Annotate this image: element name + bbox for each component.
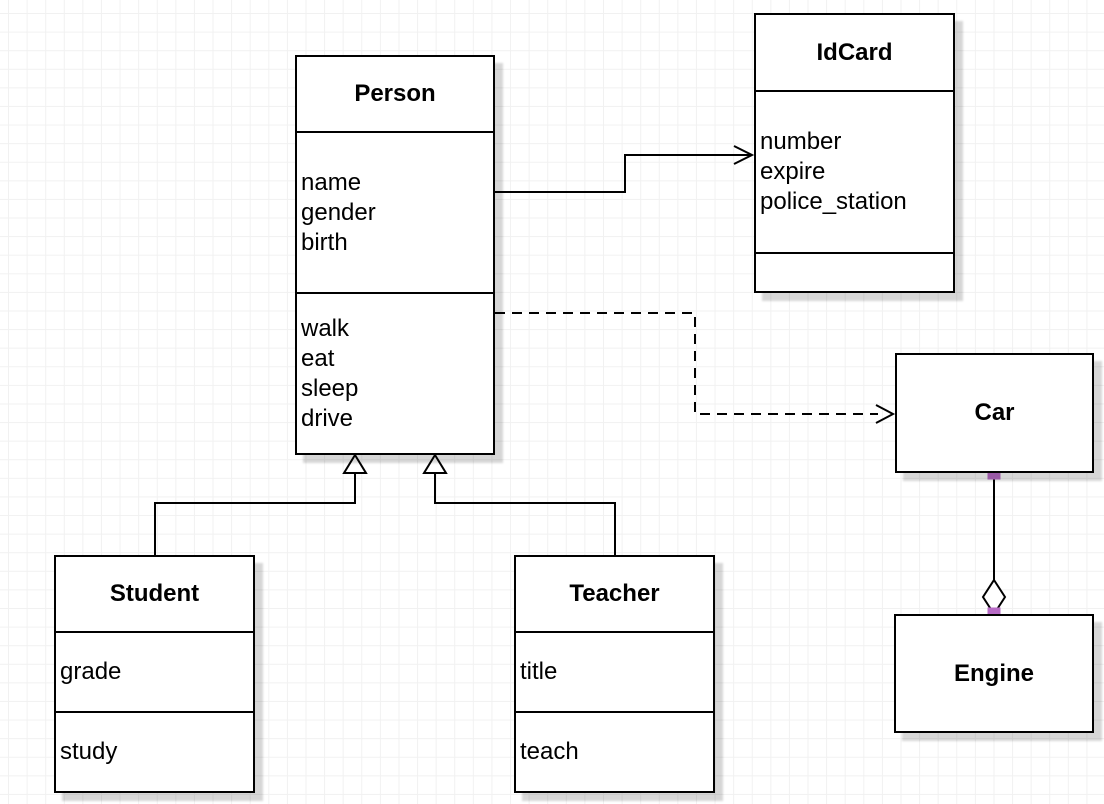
dependency-person-car[interactable]: [495, 312, 896, 424]
class-idcard-title: IdCard: [756, 15, 953, 92]
class-student-methods: study: [56, 713, 253, 791]
class-engine[interactable]: Engine: [894, 614, 1094, 733]
attribute: police_station: [760, 188, 907, 215]
open-arrowhead-icon: [875, 404, 896, 424]
dependency-dashed-line: [495, 312, 878, 415]
class-idcard-attributes: number expire police_station: [756, 92, 953, 254]
aggregation-car-engine[interactable]: [981, 466, 1007, 621]
method: sleep: [301, 374, 359, 402]
open-arrowhead-icon: [733, 145, 755, 165]
class-student[interactable]: Student grade study: [54, 555, 255, 793]
hollow-triangle-icon: [342, 453, 368, 474]
method: walk: [301, 314, 350, 342]
attribute: name: [301, 168, 362, 196]
class-idcard[interactable]: IdCard number expire police_station: [754, 13, 955, 293]
hollow-triangle-icon: [422, 453, 448, 474]
class-person-title: Person: [297, 57, 493, 133]
class-person-methods: walk eat sleep drive: [297, 294, 493, 453]
class-car[interactable]: Car: [895, 353, 1094, 473]
class-teacher-attributes: title: [516, 633, 713, 713]
class-idcard-methods: [756, 254, 953, 291]
association-person-idcard[interactable]: [495, 145, 755, 193]
class-engine-title: Engine: [953, 659, 1034, 687]
method: drive: [301, 404, 354, 432]
method: teach: [520, 738, 579, 765]
attribute: number: [760, 128, 842, 155]
generalization-line: [434, 473, 616, 555]
attribute: expire: [760, 158, 826, 185]
generalization-student-person[interactable]: [154, 453, 368, 555]
generalization-teacher-person[interactable]: [422, 453, 616, 555]
class-person-attributes: name gender birth: [297, 133, 493, 294]
attribute: title: [520, 658, 558, 685]
attribute: grade: [60, 658, 122, 685]
class-student-title: Student: [56, 557, 253, 633]
attribute: birth: [301, 228, 348, 256]
class-teacher[interactable]: Teacher title teach: [514, 555, 715, 793]
attribute: gender: [301, 198, 376, 226]
association-line: [495, 154, 751, 193]
method: study: [60, 738, 118, 765]
class-car-title: Car: [974, 399, 1015, 426]
class-person[interactable]: Person name gender birth walk eat sleep …: [295, 55, 495, 455]
class-teacher-title: Teacher: [516, 557, 713, 633]
class-teacher-methods: teach: [516, 713, 713, 791]
method: eat: [301, 344, 335, 372]
generalization-line: [154, 473, 356, 555]
class-student-attributes: grade: [56, 633, 253, 713]
